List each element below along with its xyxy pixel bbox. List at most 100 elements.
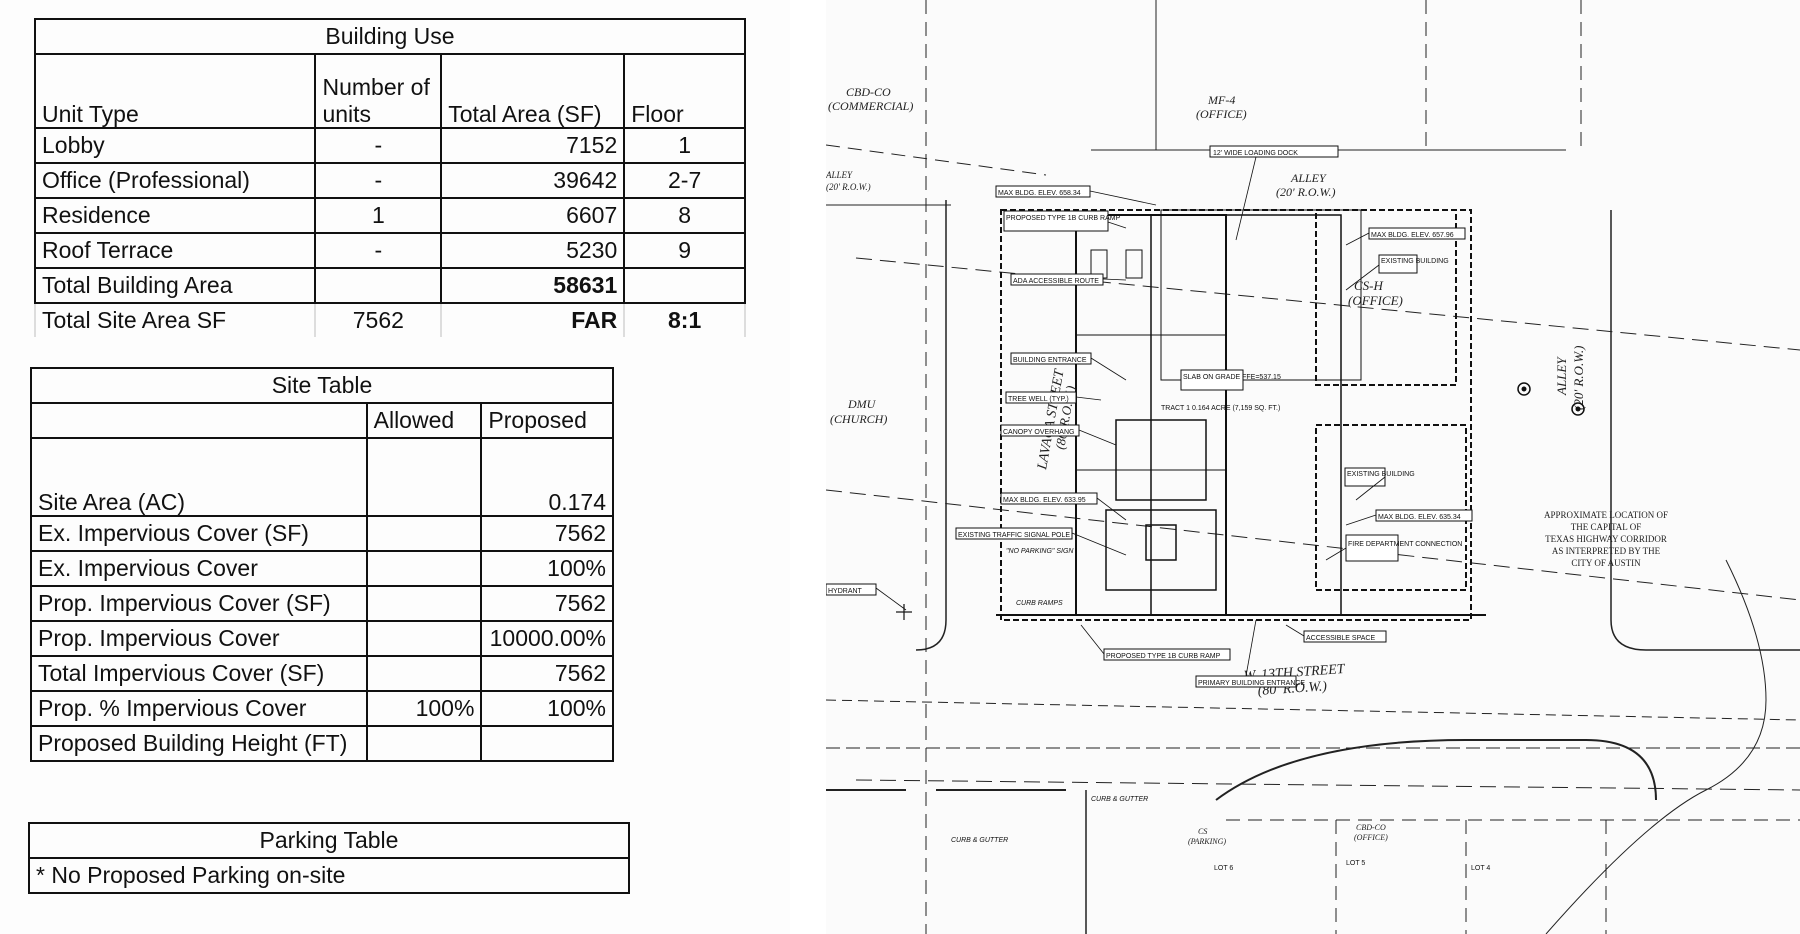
plan-background bbox=[826, 0, 1800, 934]
zone-cbd-co-bottom: CBD-CO bbox=[1356, 823, 1386, 832]
callout-curb-ramps: CURB RAMPS bbox=[1016, 600, 1063, 607]
header-floor: Floor bbox=[623, 53, 746, 129]
site-proposed-cell: 100% bbox=[480, 690, 614, 727]
header-number-of-units: Number of units bbox=[314, 53, 443, 129]
lot-6-label: LOT 6 bbox=[1214, 865, 1233, 872]
far-value: 8:1 bbox=[623, 302, 746, 337]
street-alley-right-row: (20' R.O.W.) bbox=[1571, 346, 1586, 410]
total-label: Total Building Area bbox=[33, 267, 317, 304]
site-label-cell: Total Impervious Cover (SF) bbox=[30, 655, 368, 692]
header-units-line2: units bbox=[322, 100, 372, 127]
callout-curb-gutter-2: CURB & GUTTER bbox=[951, 837, 1008, 844]
parking-table: Parking Table * No Proposed Parking on-s… bbox=[28, 822, 630, 894]
callout-curb-ramp: PROPOSED TYPE 1B CURB RAMP bbox=[1006, 215, 1121, 222]
site-label-cell: Proposed Building Height (FT) bbox=[30, 725, 368, 762]
unit-type-cell: Office (Professional) bbox=[33, 162, 317, 199]
area-cell: 7152 bbox=[440, 127, 626, 164]
header-allowed: Allowed bbox=[365, 402, 483, 439]
site-allowed-cell: 100% bbox=[365, 690, 483, 727]
callout-curb-ramp-2: PROPOSED TYPE 1B CURB RAMP bbox=[1106, 653, 1221, 660]
zone-cbd-co: CBD-CO bbox=[846, 85, 891, 99]
callout-capitol-3: TEXAS HIGHWAY CORRIDOR bbox=[1545, 534, 1667, 544]
site-proposed-cell: 7562 bbox=[480, 515, 614, 552]
building-footprint bbox=[996, 209, 1486, 621]
callout-accessible-space: ACCESSIBLE SPACE bbox=[1306, 635, 1375, 642]
site-label-cell: Prop. % Impervious Cover bbox=[30, 690, 368, 727]
callout-curb-gutter: CURB & GUTTER bbox=[1091, 796, 1148, 803]
site-allowed-cell bbox=[365, 725, 483, 762]
callout-max-elev-3: MAX BLDG. ELEV. 633.95 bbox=[1003, 497, 1086, 504]
zone-mf4: MF-4 bbox=[1207, 93, 1235, 107]
units-cell: - bbox=[314, 232, 443, 269]
site-proposed-cell: 100% bbox=[480, 550, 614, 587]
floor-cell: 2-7 bbox=[623, 162, 746, 199]
site-label-cell: Prop. Impervious Cover bbox=[30, 620, 368, 657]
callout-no-parking: "NO PARKING" SIGN bbox=[1006, 548, 1074, 555]
table-row: Prop. Impervious Cover (SF) 7562 bbox=[30, 585, 614, 622]
street-alley-left: ALLEY bbox=[826, 170, 853, 180]
plan-symbols bbox=[896, 382, 1585, 620]
site-proposed-cell: 0.174 bbox=[480, 437, 614, 517]
callout-capitol-4: AS INTERPRETED BY THE bbox=[1552, 546, 1661, 556]
site-allowed-cell bbox=[365, 620, 483, 657]
manhole-icon bbox=[1517, 382, 1531, 396]
street-alley-top: ALLEY bbox=[1290, 171, 1327, 185]
callout-max-elev-1: MAX BLDG. ELEV. 658.34 bbox=[998, 190, 1081, 197]
manhole-icon bbox=[1571, 402, 1585, 416]
tables-panel: Building Use Unit Type Number of units T… bbox=[0, 0, 790, 934]
site-table-title: Site Table bbox=[30, 367, 614, 404]
table-row: Site Area (AC) 0.174 bbox=[30, 437, 614, 517]
header-proposed: Proposed bbox=[480, 402, 614, 439]
zone-csh-office: (OFFICE) bbox=[1348, 293, 1403, 308]
far-label: FAR bbox=[440, 302, 626, 337]
site-header-blank bbox=[30, 402, 368, 439]
callout-signal-pole: EXISTING TRAFFIC SIGNAL POLE bbox=[958, 532, 1070, 539]
units-cell: - bbox=[314, 127, 443, 164]
units-cell: 1 bbox=[314, 197, 443, 234]
callout-slab: SLAB ON GRADE FFE=537.15 bbox=[1183, 374, 1281, 381]
table-row: Prop. Impervious Cover 10000.00% bbox=[30, 620, 614, 657]
site-label-cell: Ex. Impervious Cover (SF) bbox=[30, 515, 368, 552]
site-area-value: 7562 bbox=[314, 302, 443, 337]
zone-csh: CS-H bbox=[1354, 278, 1384, 293]
table-row: Ex. Impervious Cover (SF) 7562 bbox=[30, 515, 614, 552]
callout-capitol-5: CITY OF AUSTIN bbox=[1571, 558, 1641, 568]
table-row: Office (Professional) - 39642 2-7 bbox=[33, 162, 746, 199]
area-cell: 5230 bbox=[440, 232, 626, 269]
building-use-table: Building Use Unit Type Number of units T… bbox=[33, 18, 746, 337]
zone-church: (CHURCH) bbox=[830, 412, 887, 426]
header-unit-type: Unit Type bbox=[33, 53, 317, 129]
site-plan-drawing: CBD-CO (COMMERCIAL) MF-4 (OFFICE) DMU (C… bbox=[826, 0, 1800, 934]
table-row: Prop. % Impervious Cover 100% 100% bbox=[30, 690, 614, 727]
zone-mf4-office: (OFFICE) bbox=[1196, 107, 1247, 121]
callouts: 12' WIDE LOADING DOCK MAX BLDG. ELEV. 65… bbox=[826, 145, 1668, 872]
callout-capitol-2: THE CAPITAL OF bbox=[1571, 522, 1641, 532]
callout-canopy: CANOPY OVERHANG bbox=[1003, 429, 1074, 436]
callout-max-elev-4: MAX BLDG. ELEV. 635.34 bbox=[1378, 514, 1461, 521]
site-allowed-cell bbox=[365, 585, 483, 622]
zone-cs: CS bbox=[1198, 827, 1207, 836]
site-proposed-cell bbox=[480, 725, 614, 762]
table-row: Lobby - 7152 1 bbox=[33, 127, 746, 164]
street-alley-left-row: (20' R.O.W.) bbox=[826, 182, 871, 192]
zone-labels: CBD-CO (COMMERCIAL) MF-4 (OFFICE) DMU (C… bbox=[828, 85, 1403, 846]
lot-5-label: LOT 5 bbox=[1346, 860, 1365, 867]
callout-tract: TRACT 1 0.164 ACRE (7,159 SQ. FT.) bbox=[1161, 405, 1280, 412]
site-allowed-cell bbox=[365, 550, 483, 587]
callout-tree-well: TREE WELL (TYP.) bbox=[1008, 396, 1069, 403]
site-label-cell: Ex. Impervious Cover bbox=[30, 550, 368, 587]
callout-fire-dept: FIRE DEPARTMENT CONNECTION bbox=[1348, 541, 1462, 548]
callout-hydrant: HYDRANT bbox=[828, 588, 863, 595]
total-value: 58631 bbox=[440, 267, 626, 304]
total-row: Total Building Area 58631 bbox=[33, 267, 746, 304]
plan-lines bbox=[826, 0, 1800, 934]
site-label-cell: Prop. Impervious Cover (SF) bbox=[30, 585, 368, 622]
floor-cell: 8 bbox=[623, 197, 746, 234]
table-row: Ex. Impervious Cover 100% bbox=[30, 550, 614, 587]
building-use-title: Building Use bbox=[34, 18, 746, 55]
callout-primary-entrance: PRIMARY BUILDING ENTRANCE bbox=[1198, 680, 1305, 687]
callout-existing-bldg-1: EXISTING BUILDING bbox=[1381, 258, 1449, 265]
callout-capitol-1: APPROXIMATE LOCATION OF bbox=[1544, 510, 1668, 520]
area-cell: 6607 bbox=[440, 197, 626, 234]
site-proposed-cell: 7562 bbox=[480, 585, 614, 622]
